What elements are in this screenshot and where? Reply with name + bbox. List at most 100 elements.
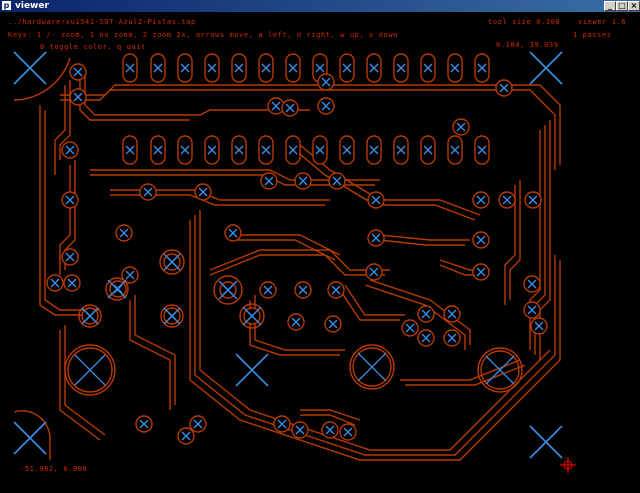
- drill-mark: [343, 427, 353, 437]
- drill-mark: [499, 83, 509, 93]
- drill-mark: [527, 305, 537, 315]
- drill-mark: [65, 252, 75, 262]
- drill-mark: [331, 285, 341, 295]
- drill-mark: [285, 103, 295, 113]
- drill-mark: [288, 63, 298, 73]
- cursor-coords-bottom: -51.982, 0.000: [20, 465, 88, 473]
- drill-mark: [405, 323, 415, 333]
- drill-mark: [180, 145, 190, 155]
- drill-mark: [81, 307, 99, 325]
- window-title: viewer: [15, 1, 49, 11]
- drill-mark: [67, 278, 77, 288]
- mounting-hole-mark: [13, 421, 47, 455]
- drill-mark: [242, 306, 262, 326]
- drill-mark: [277, 419, 287, 429]
- file-path-label: ../hardware/xu1541-SOT-Azul2-Pistas.tap: [8, 18, 196, 26]
- drill-mark: [65, 195, 75, 205]
- drill-mark: [298, 285, 308, 295]
- drill-mark: [328, 319, 338, 329]
- mounting-hole-mark: [235, 353, 269, 387]
- drill-mark: [139, 419, 149, 429]
- drill-mark: [477, 63, 487, 73]
- keys-help-line1: Keys: 1 /- zoom, 1 no zoom, 2 zoom 2x, a…: [8, 31, 398, 39]
- drill-mark: [50, 278, 60, 288]
- pcb-drawing: [13, 51, 576, 473]
- drill-mark: [74, 354, 106, 386]
- drill-mark: [65, 145, 75, 155]
- drill-mark: [477, 145, 487, 155]
- drill-mark: [207, 63, 217, 73]
- mounting-hole-mark: [529, 425, 563, 459]
- drill-mark: [271, 101, 281, 111]
- drill-mark: [181, 431, 191, 441]
- drill-mark: [502, 195, 512, 205]
- keys-help-line2: 0 toggle color, q quit: [40, 43, 146, 51]
- drill-mark: [371, 195, 381, 205]
- mounting-hole-mark: [529, 51, 563, 85]
- drill-mark: [143, 187, 153, 197]
- drill-mark: [261, 63, 271, 73]
- drill-mark: [371, 233, 381, 243]
- drill-mark: [485, 355, 515, 385]
- drill-mark: [450, 63, 460, 73]
- drill-mark: [264, 176, 274, 186]
- drill-mark: [125, 145, 135, 155]
- drill-mark: [125, 63, 135, 73]
- version-label: viewer 1.6: [578, 18, 627, 26]
- minimize-button[interactable]: _: [604, 1, 616, 11]
- drill-mark: [263, 285, 273, 295]
- drill-mark: [476, 235, 486, 245]
- drill-mark: [180, 63, 190, 73]
- drill-mark: [369, 145, 379, 155]
- drill-mark: [295, 425, 305, 435]
- drill-mark: [193, 419, 203, 429]
- drill-mark: [534, 321, 544, 331]
- drill-mark: [153, 63, 163, 73]
- drill-mark: [234, 63, 244, 73]
- close-button[interactable]: ×: [628, 1, 640, 11]
- drill-mark: [163, 253, 181, 271]
- drill-mark: [228, 228, 238, 238]
- drill-mark: [369, 267, 379, 277]
- drill-mark: [261, 145, 271, 155]
- pcb-canvas[interactable]: ../hardware/xu1541-SOT-Azul2-Pistas.tap …: [0, 12, 640, 493]
- drill-mark: [288, 145, 298, 155]
- drill-mark: [476, 195, 486, 205]
- corner-arc: [13, 410, 51, 460]
- drill-mark: [153, 145, 163, 155]
- maximize-button[interactable]: □: [616, 1, 628, 11]
- drill-mark: [528, 195, 538, 205]
- drill-mark: [125, 270, 135, 280]
- drill-mark: [447, 333, 457, 343]
- drill-mark: [342, 145, 352, 155]
- drill-mark: [357, 352, 387, 382]
- drill-mark: [369, 63, 379, 73]
- drill-mark: [450, 145, 460, 155]
- drill-mark: [73, 92, 83, 102]
- drill-mark: [163, 307, 181, 325]
- tool-size-label: tool size 0.300: [488, 18, 561, 26]
- corner-arc: [13, 57, 71, 101]
- drill-mark: [321, 101, 331, 111]
- drill-mark: [396, 63, 406, 73]
- cursor-coords-top: 0.104, 39.039: [496, 41, 559, 49]
- drill-mark: [476, 267, 486, 277]
- drill-mark: [113, 284, 123, 294]
- drill-mark: [423, 145, 433, 155]
- drill-mark: [107, 279, 127, 299]
- drill-mark: [396, 145, 406, 155]
- drill-mark: [321, 77, 331, 87]
- drill-mark: [527, 279, 537, 289]
- origin-marker: [560, 457, 576, 473]
- drill-mark: [447, 309, 457, 319]
- window-titlebar: p viewer _ □ ×: [0, 0, 640, 12]
- drill-mark: [456, 122, 466, 132]
- drill-mark: [421, 309, 431, 319]
- drill-mark: [423, 63, 433, 73]
- drill-mark: [218, 280, 238, 300]
- drill-mark: [234, 145, 244, 155]
- drill-layer: [50, 63, 544, 441]
- drill-mark: [207, 145, 217, 155]
- drill-mark: [332, 176, 342, 186]
- drill-mark: [73, 67, 83, 77]
